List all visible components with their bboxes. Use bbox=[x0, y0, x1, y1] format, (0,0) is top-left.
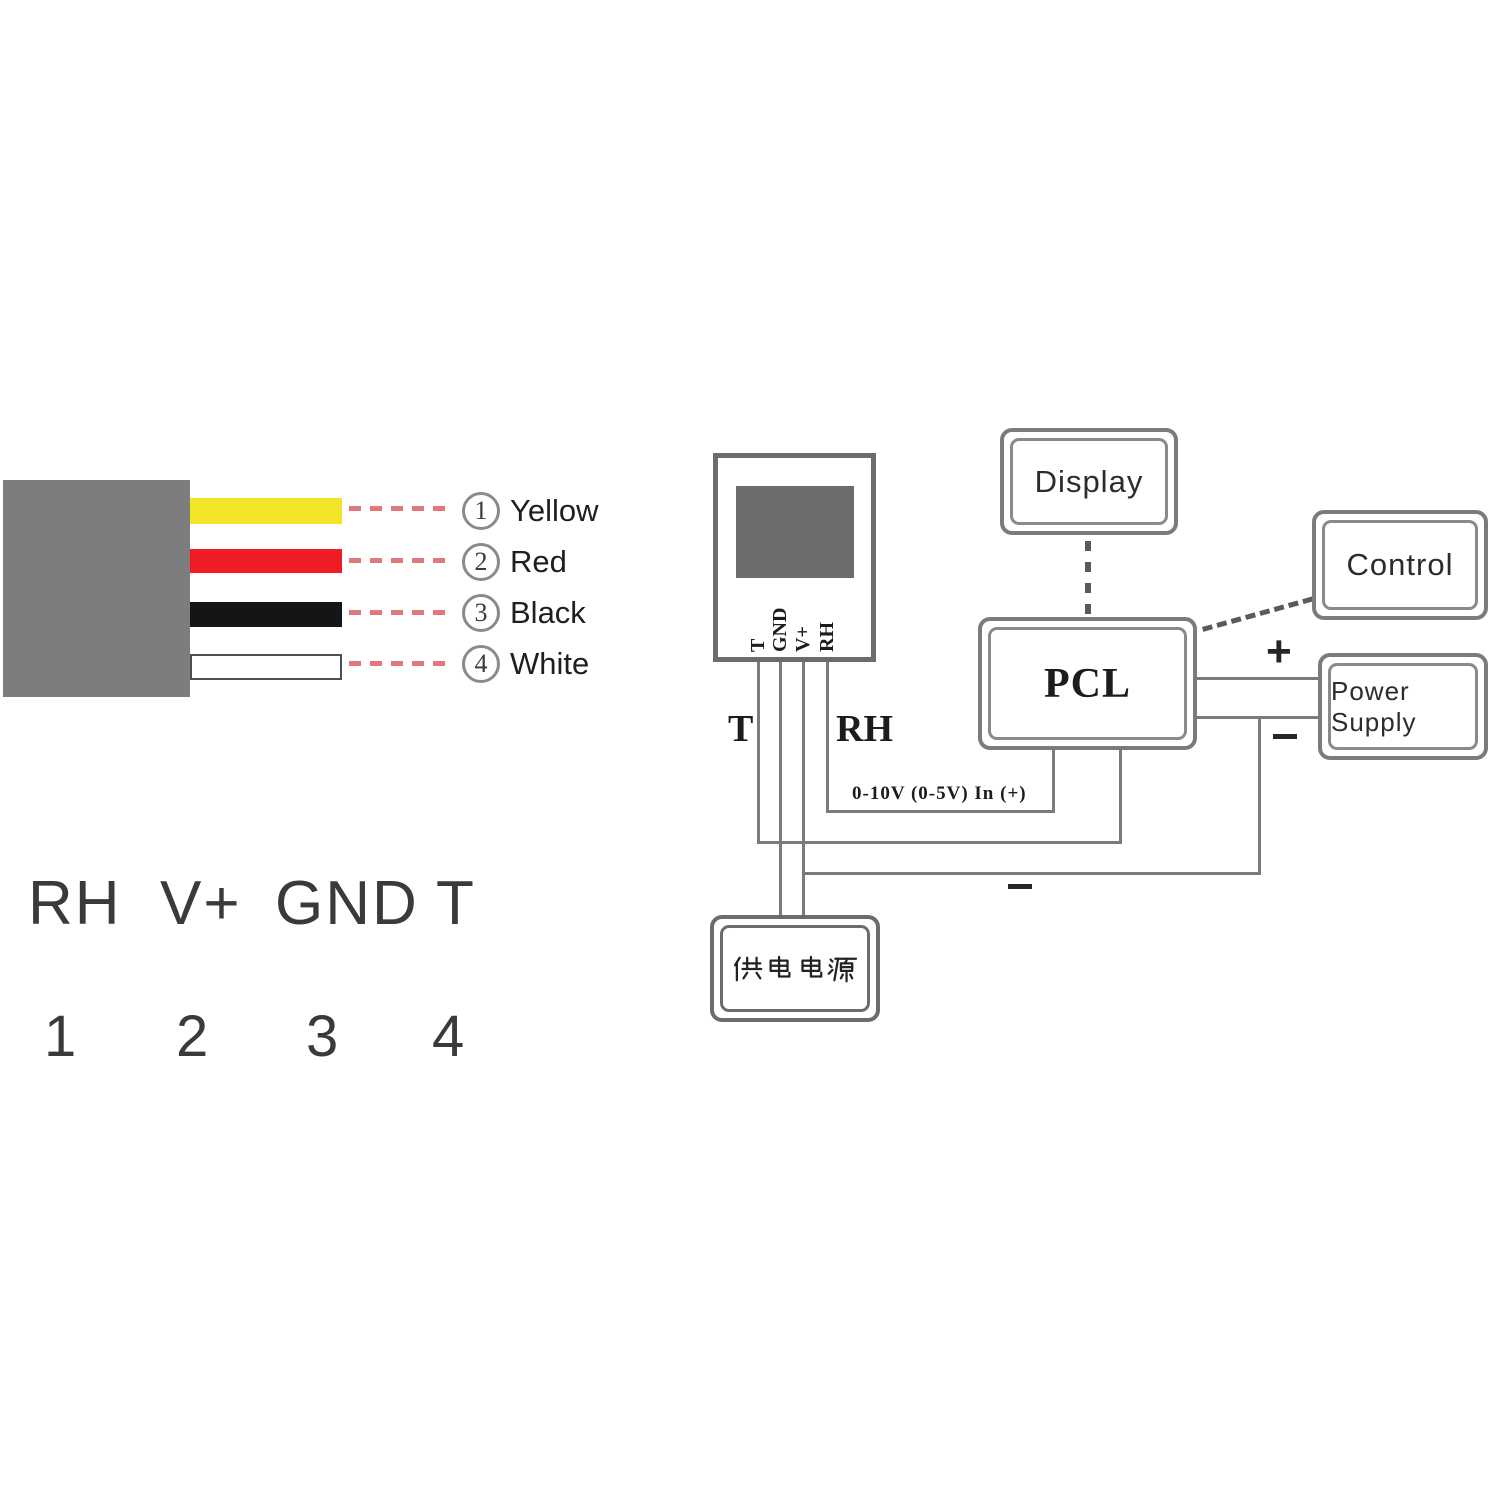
power-source-box-inner bbox=[720, 925, 870, 1012]
pinout-number-4: 4 bbox=[432, 1004, 465, 1069]
display-box: Display bbox=[1000, 428, 1178, 535]
pinout-label-t: T bbox=[436, 869, 476, 938]
pinout-label-vplus: V+ bbox=[160, 869, 242, 938]
pinout-number-3: 3 bbox=[306, 1004, 339, 1069]
dash-lead-yellow bbox=[349, 506, 445, 511]
minus-bottom-label bbox=[1008, 884, 1032, 889]
legend-label-black: Black bbox=[510, 595, 586, 630]
sensor-pin-label-vplus: V+ bbox=[792, 626, 814, 652]
legend-label-yellow: Yellow bbox=[510, 493, 599, 528]
pcl-box-inner: PCL bbox=[988, 627, 1187, 740]
wire-black bbox=[190, 602, 342, 627]
minus-label bbox=[1273, 734, 1297, 739]
power-supply-box: Power Supply bbox=[1318, 653, 1488, 760]
sensor-pin-label-rh: RH bbox=[816, 622, 838, 652]
legend-row-yellow: 1 Yellow bbox=[462, 492, 598, 530]
wire-rh-vertical bbox=[826, 662, 829, 813]
display-box-inner: Display bbox=[1010, 438, 1168, 525]
circled-number-1: 1 bbox=[462, 492, 500, 530]
pinout-number-1: 1 bbox=[44, 1004, 77, 1069]
circled-number-2: 2 bbox=[462, 543, 500, 581]
legend-label-red: Red bbox=[510, 544, 567, 579]
cable-connector-body bbox=[3, 480, 190, 697]
wire-minus-riser bbox=[1258, 716, 1261, 875]
dashed-link-pcl-control bbox=[1202, 596, 1314, 632]
circled-number-3: 3 bbox=[462, 594, 500, 632]
pinout-label-gnd: GND bbox=[275, 869, 419, 938]
legend-label-white: White bbox=[510, 646, 590, 681]
wire-minus-to-power-supply bbox=[1197, 716, 1318, 719]
wire-common-bottom bbox=[802, 872, 1261, 875]
wire-red bbox=[190, 549, 342, 573]
wire-t-riser bbox=[1119, 750, 1122, 844]
wire-gnd-vertical bbox=[779, 662, 782, 917]
power-supply-box-inner: Power Supply bbox=[1328, 663, 1478, 750]
control-label: Control bbox=[1346, 547, 1454, 582]
dash-lead-white bbox=[349, 661, 445, 666]
pcl-label: PCL bbox=[1044, 660, 1131, 707]
pinout-label-rh: RH bbox=[28, 869, 122, 938]
wire-vplus-vertical bbox=[802, 662, 805, 917]
power-supply-label: Power Supply bbox=[1331, 675, 1417, 737]
plus-label: + bbox=[1266, 627, 1292, 676]
circled-number-4: 4 bbox=[462, 645, 500, 683]
dash-lead-red bbox=[349, 558, 445, 563]
analog-input-label: 0-10V (0-5V) In (+) bbox=[852, 783, 1027, 804]
dashed-link-display-pcl bbox=[1085, 541, 1091, 615]
wire-rh-riser bbox=[1052, 750, 1055, 813]
wire-t-vertical bbox=[757, 662, 760, 844]
wire-white bbox=[190, 654, 342, 680]
dash-lead-black bbox=[349, 610, 445, 615]
wire-rh-horizontal bbox=[826, 810, 1055, 813]
legend-row-red: 2 Red bbox=[462, 543, 567, 581]
control-box-inner: Control bbox=[1322, 520, 1478, 610]
pcl-box: PCL bbox=[978, 617, 1197, 750]
wire-yellow bbox=[190, 498, 342, 524]
wire-label-t: T bbox=[728, 708, 754, 750]
wire-label-rh: RH bbox=[836, 708, 893, 750]
display-label: Display bbox=[1034, 463, 1144, 499]
wire-t-horizontal bbox=[757, 841, 1122, 844]
legend-row-black: 3 Black bbox=[462, 594, 586, 632]
sensor-pin-label-gnd: GND bbox=[769, 607, 791, 652]
power-source-box bbox=[710, 915, 880, 1022]
power-source-cn-label bbox=[733, 955, 858, 982]
sensor-pin-label-t: T bbox=[747, 638, 769, 652]
sensor-screen bbox=[736, 486, 854, 578]
control-box: Control bbox=[1312, 510, 1488, 620]
wire-plus-to-power-supply bbox=[1197, 677, 1318, 680]
pinout-number-2: 2 bbox=[176, 1004, 209, 1069]
legend-row-white: 4 White bbox=[462, 645, 589, 683]
